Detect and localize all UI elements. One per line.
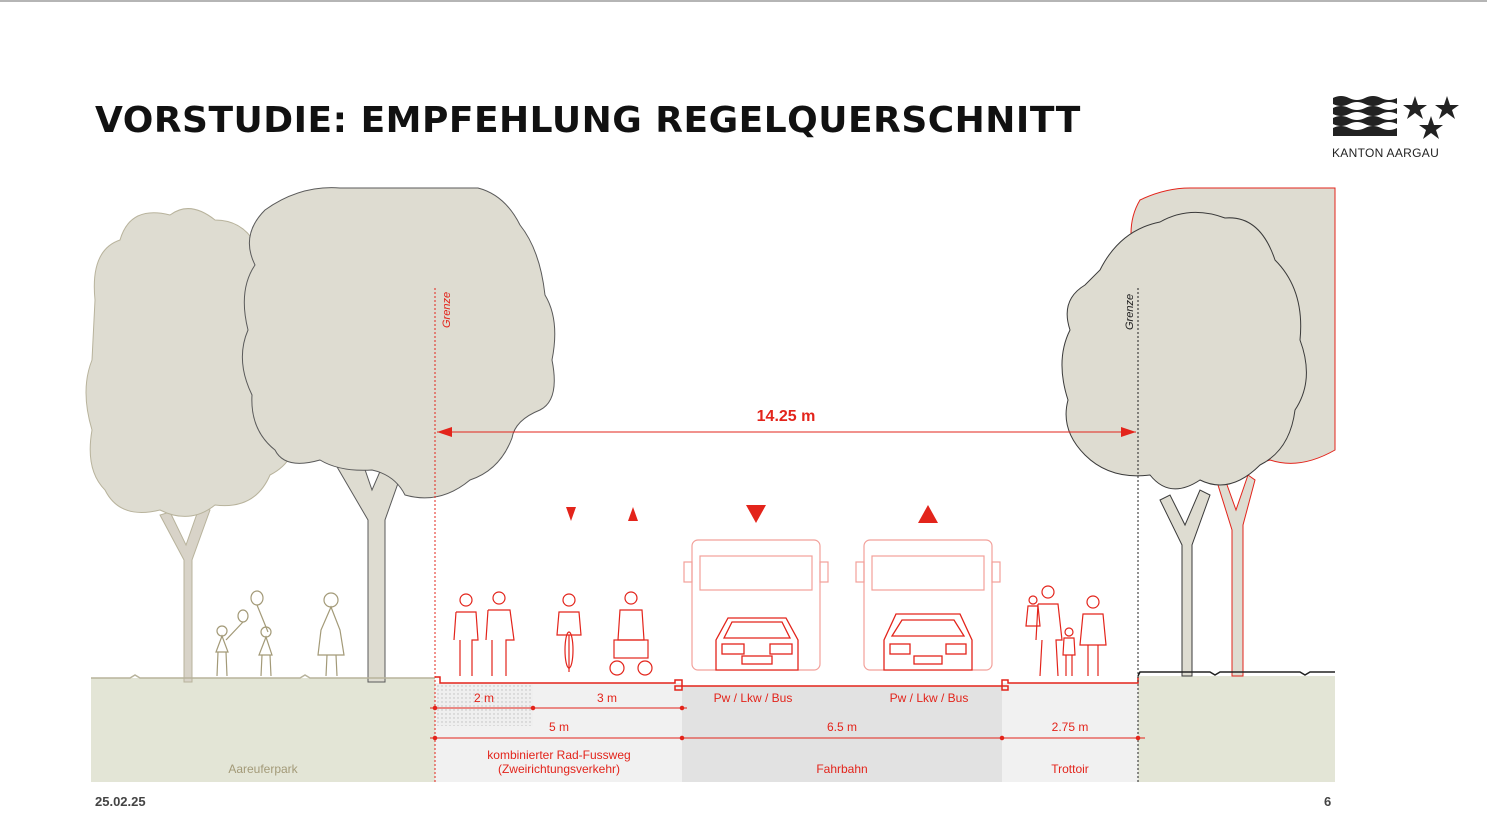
road-width-label: 6.5 m bbox=[827, 720, 857, 734]
path-dotted-zone bbox=[437, 684, 533, 726]
road-zone bbox=[682, 686, 1002, 782]
direction-up-large-icon bbox=[918, 505, 938, 523]
path-cyclists bbox=[556, 591, 653, 676]
path-zone-label-2: (Zweirichtungsverkehr) bbox=[498, 762, 620, 776]
arrow-left-icon bbox=[437, 427, 452, 437]
right-ground-zone bbox=[1138, 676, 1335, 782]
direction-down-large-icon bbox=[746, 505, 766, 523]
stars-icon bbox=[1403, 96, 1459, 139]
total-width-label: 14.25 m bbox=[757, 408, 816, 425]
sidewalk-zone-label: Trottoir bbox=[1051, 762, 1089, 776]
path-pedestrians bbox=[453, 591, 515, 676]
park-ground-line bbox=[91, 674, 435, 679]
kanton-aargau-logo bbox=[1333, 96, 1459, 139]
slide-date: 25.02.25 bbox=[95, 794, 146, 809]
park-people bbox=[215, 590, 345, 677]
direction-up-small-icon bbox=[628, 507, 638, 521]
direction-down-small-icon bbox=[566, 507, 576, 521]
car-left bbox=[715, 617, 799, 671]
right-ground-line bbox=[1137, 671, 1335, 677]
boundary-label-left: Grenze bbox=[441, 292, 453, 328]
road-surface-line bbox=[435, 676, 1139, 691]
boundary-label-right: Grenze bbox=[1124, 294, 1136, 330]
lane-3m-label: 3 m bbox=[597, 691, 617, 705]
sidewalk-pedestrians bbox=[1025, 585, 1107, 677]
lane-bus-left-label: Pw / Lkw / Bus bbox=[714, 691, 793, 705]
waves-icon bbox=[1333, 96, 1397, 136]
arrow-right-icon bbox=[1121, 427, 1136, 437]
lane-2m-label: 2 m bbox=[474, 691, 494, 705]
page-number: 6 bbox=[1324, 794, 1332, 809]
sidewalk-zone bbox=[1002, 683, 1138, 782]
road-zone-label: Fahrbahn bbox=[816, 762, 867, 776]
top-border bbox=[0, 0, 1487, 2]
tree-right-2 bbox=[1061, 211, 1307, 677]
path-width-label: 5 m bbox=[549, 720, 569, 734]
logo-text: KANTON AARGAU bbox=[1332, 146, 1440, 160]
tree-left-2 bbox=[241, 187, 556, 683]
car-right bbox=[883, 613, 973, 671]
park-zone bbox=[91, 678, 435, 782]
park-zone-label: Aareuferpark bbox=[228, 762, 298, 776]
dimension-lines bbox=[430, 705, 1145, 741]
lane-bus-right-label: Pw / Lkw / Bus bbox=[890, 691, 969, 705]
slide-title: VORSTUDIE: EMPFEHLUNG REGELQUERSCHNITT bbox=[95, 100, 1081, 141]
path-zone-label-1: kombinierter Rad-Fussweg bbox=[487, 748, 630, 762]
sidewalk-width-label: 2.75 m bbox=[1052, 720, 1089, 734]
